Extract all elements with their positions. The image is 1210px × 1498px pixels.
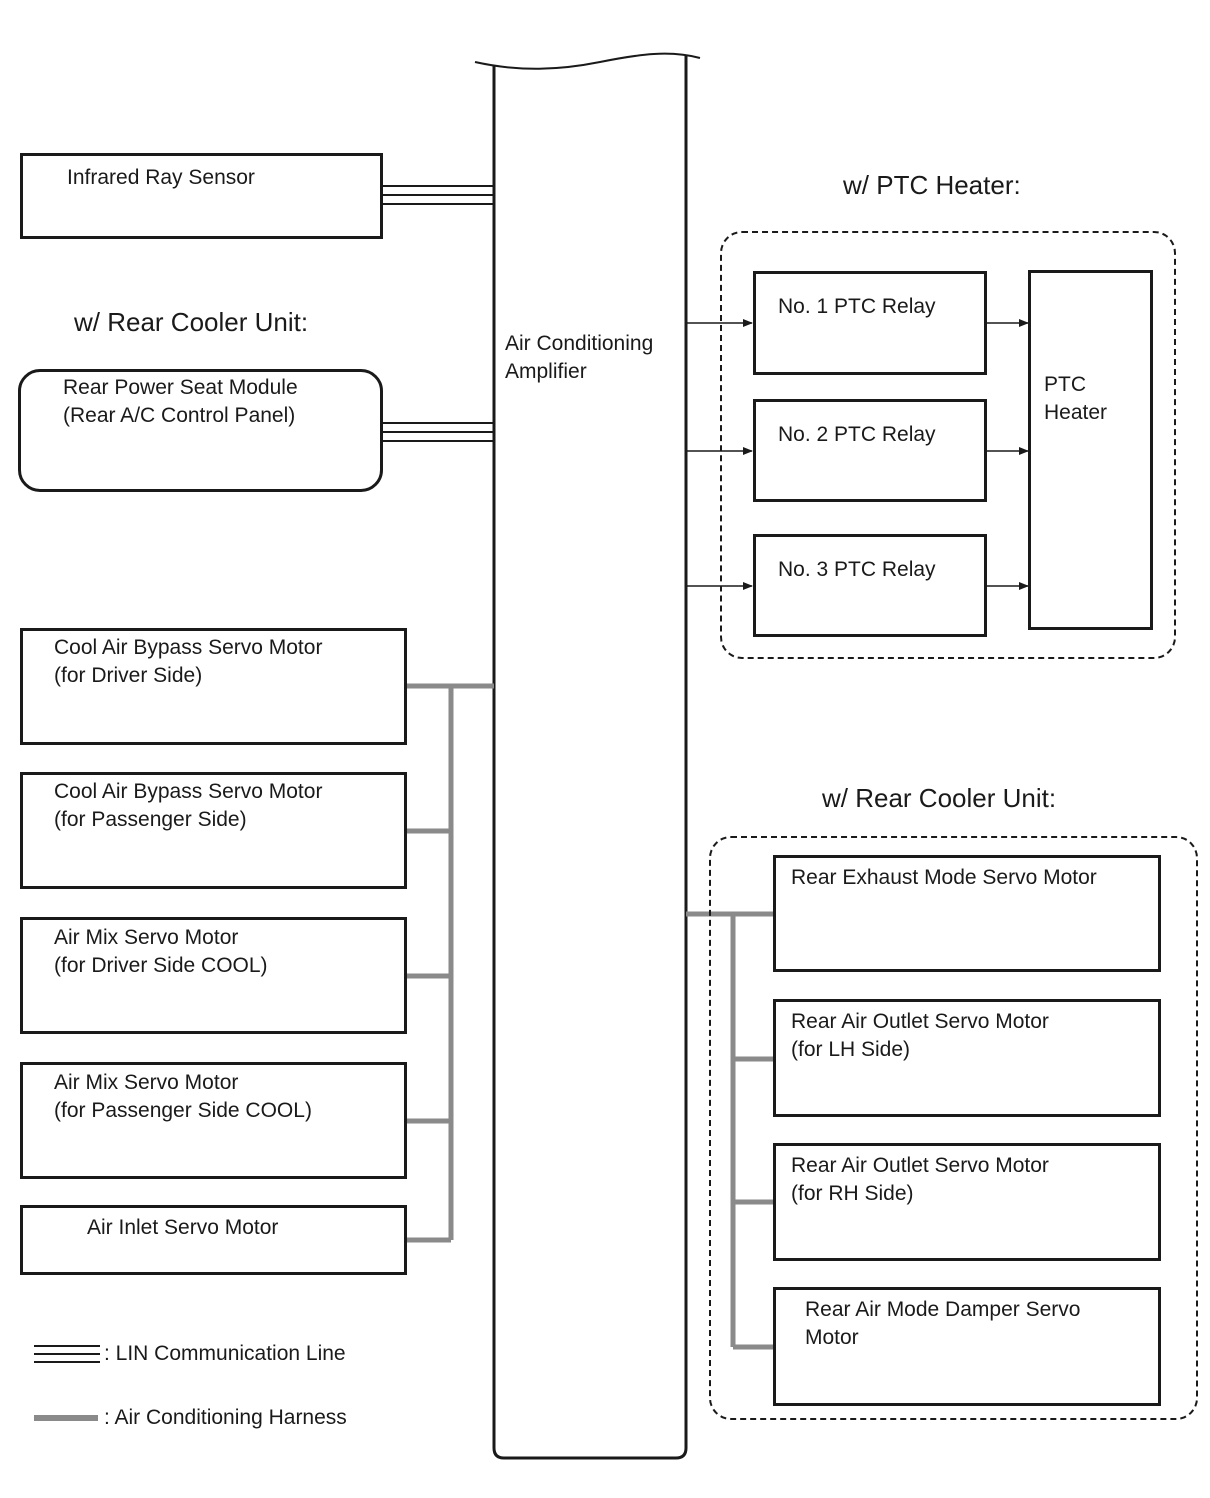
ptc-relay-1-box: No. 1 PTC Relay <box>753 271 987 375</box>
servo-label: Air Mix Servo Motor (for Driver Side COO… <box>54 926 268 977</box>
infrared-ray-sensor-label: Infrared Ray Sensor <box>67 166 255 189</box>
servo-box-air-mix-passenger: Air Mix Servo Motor (for Passenger Side … <box>20 1062 407 1179</box>
servo-box-air-inlet: Air Inlet Servo Motor <box>20 1205 407 1275</box>
rear-exhaust-mode-servo-box: Rear Exhaust Mode Servo Motor <box>773 855 1161 972</box>
rear-air-outlet-rh-servo-box: Rear Air Outlet Servo Motor (for RH Side… <box>773 1143 1161 1261</box>
rear-air-outlet-lh-servo-box: Rear Air Outlet Servo Motor (for LH Side… <box>773 999 1161 1117</box>
left-harness-bus <box>406 683 494 1243</box>
ptc-heater-label: PTC Heater <box>1044 373 1108 424</box>
servo-label: Cool Air Bypass Servo Motor (for Driver … <box>54 636 323 687</box>
servo-box-air-mix-driver: Air Mix Servo Motor (for Driver Side COO… <box>20 917 407 1034</box>
infrared-ray-sensor-box: Infrared Ray Sensor <box>20 153 383 239</box>
ptc-relay-label: No. 1 PTC Relay <box>778 295 936 318</box>
legend-lin-symbol <box>34 1345 100 1363</box>
servo-box-cool-air-passenger: Cool Air Bypass Servo Motor (for Passeng… <box>20 772 407 889</box>
servo-label: Rear Air Outlet Servo Motor (for RH Side… <box>791 1154 1049 1205</box>
servo-label: Rear Exhaust Mode Servo Motor <box>791 866 1097 889</box>
legend-lin-label: : LIN Communication Line <box>104 1342 346 1365</box>
rear-power-seat-module-label: Rear Power Seat Module (Rear A/C Control… <box>63 376 298 427</box>
ptc-relay-2-box: No. 2 PTC Relay <box>753 399 987 502</box>
right-harness-bus <box>686 911 773 1350</box>
amplifier-break-line <box>474 52 701 70</box>
servo-label: Air Inlet Servo Motor <box>87 1216 279 1239</box>
servo-label: Rear Air Mode Damper Servo Motor <box>805 1298 1081 1349</box>
ptc-relay-label: No. 3 PTC Relay <box>778 558 936 581</box>
ptc-heater-group <box>720 231 1176 659</box>
ptc-heater-heading: w/ PTC Heater: <box>843 170 1021 200</box>
relay-to-heater-arrows <box>986 319 1029 590</box>
amp-to-relay-arrows <box>686 319 753 590</box>
legend-harness-label: : Air Conditioning Harness <box>104 1406 347 1429</box>
servo-box-cool-air-driver: Cool Air Bypass Servo Motor (for Driver … <box>20 628 407 745</box>
ptc-relay-3-box: No. 3 PTC Relay <box>753 534 987 637</box>
amplifier-column <box>492 55 688 1460</box>
lin-line-infrared-sensor <box>382 185 494 205</box>
rear-cooler-heading-right: w/ Rear Cooler Unit: <box>822 783 1057 813</box>
rear-cooler-heading-left: w/ Rear Cooler Unit: <box>74 307 309 337</box>
rear-power-seat-module-box: Rear Power Seat Module (Rear A/C Control… <box>18 369 383 492</box>
servo-label: Rear Air Outlet Servo Motor (for LH Side… <box>791 1010 1049 1061</box>
lin-line-rear-power-seat <box>382 422 494 442</box>
servo-label: Cool Air Bypass Servo Motor (for Passeng… <box>54 780 323 831</box>
rear-air-mode-damper-servo-box: Rear Air Mode Damper Servo Motor <box>773 1287 1161 1406</box>
servo-label: Air Mix Servo Motor (for Passenger Side … <box>54 1071 312 1122</box>
ptc-heater-box: PTC Heater <box>1028 270 1153 630</box>
ptc-relay-label: No. 2 PTC Relay <box>778 423 936 446</box>
amplifier-label: Air Conditioning Amplifier <box>505 332 654 383</box>
rear-cooler-group <box>709 836 1198 1420</box>
